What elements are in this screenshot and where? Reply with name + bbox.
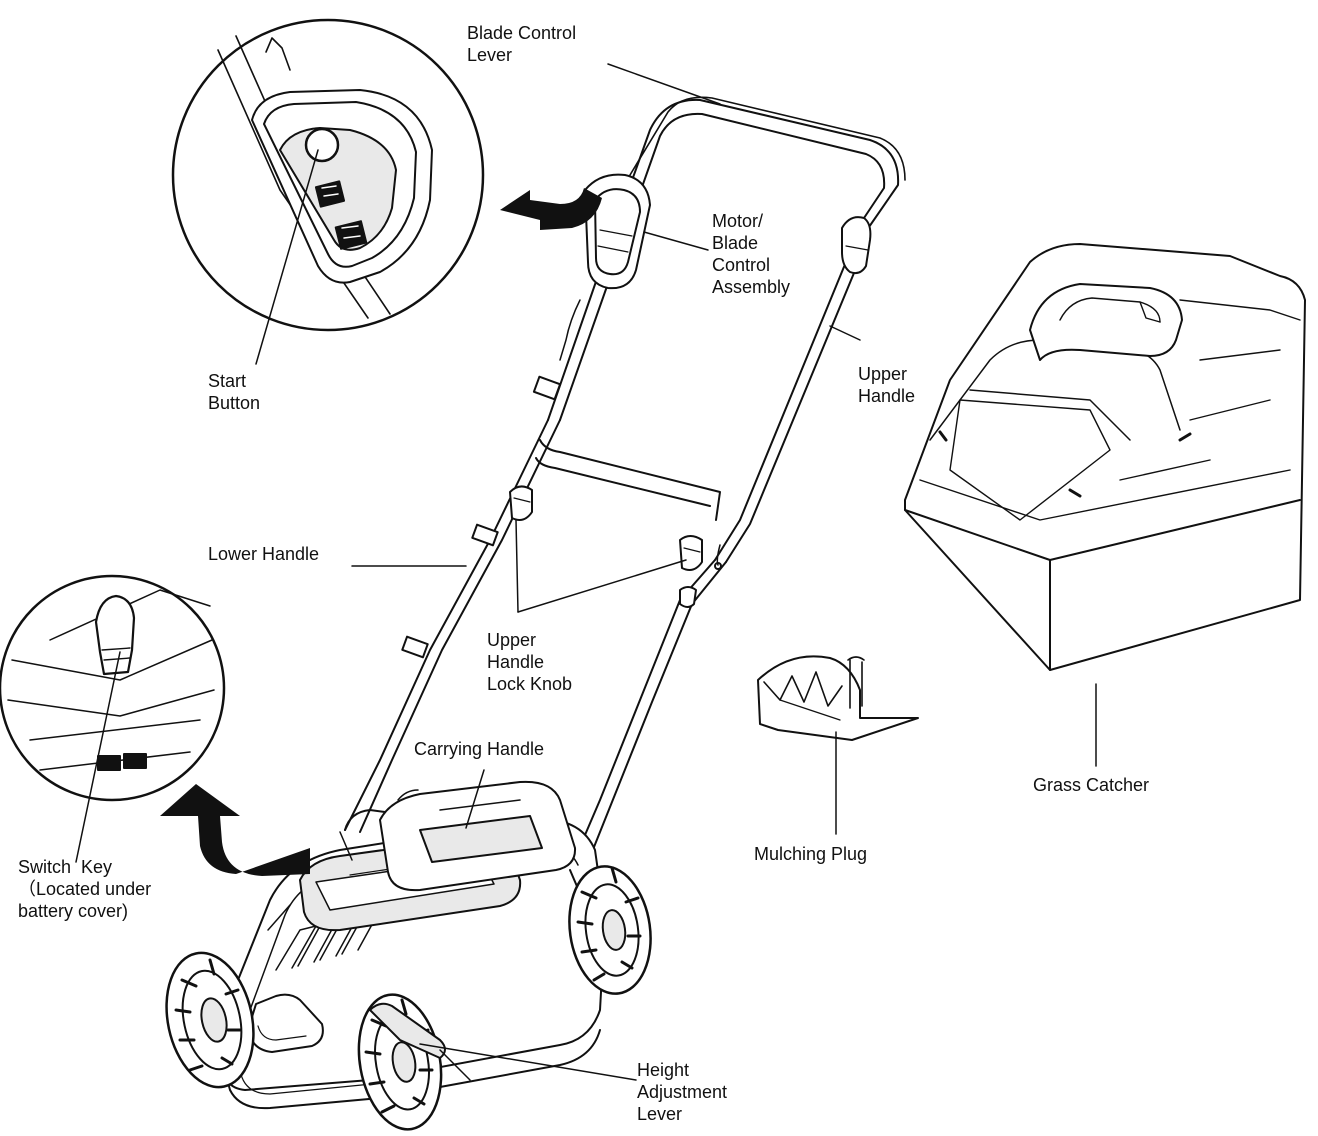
label-mulching-plug: Mulching Plug [754, 844, 868, 864]
label-upper-handle-lock-knob: Upper Handle Lock Knob [487, 630, 573, 694]
label-switch-key: Switch Key （Located under battery cover) [18, 857, 152, 921]
rear-right-wheel [568, 865, 652, 995]
leader-start-button [255, 149, 319, 365]
label-height-adjustment-lever: Height Adjustment Lever [637, 1060, 728, 1124]
right-handle-knob [841, 216, 872, 275]
motor-blade-control-assembly [584, 173, 651, 290]
label-carrying-handle: Carrying Handle [414, 739, 545, 759]
lower-handle-bolt-right [679, 586, 697, 608]
label-blade-control-lever: Blade Control Lever [467, 23, 577, 65]
leader-height-adjustment [419, 1043, 637, 1081]
grass-catcher [904, 243, 1306, 671]
label-lower-handle: Lower Handle [208, 544, 320, 564]
label-motor-blade-control-assembly: Motor/ Blade Control Assembly [712, 211, 791, 297]
label-upper-handle: Upper Handle [858, 364, 916, 406]
front-left-wheel [165, 951, 255, 1089]
leader-lines [75, 63, 1097, 1081]
mulching-plug [757, 655, 919, 741]
upper-handle-lock-knob-left [509, 485, 533, 521]
start-button-arrow-icon [500, 188, 602, 230]
blade-control-lever [629, 96, 906, 181]
start-button-detail-circle [171, 18, 485, 332]
label-start-button: Start Button [208, 371, 261, 413]
leader-lock-knob-left [515, 519, 519, 613]
leader-upper-handle [829, 325, 861, 341]
upper-handle-lock-knob-right [679, 535, 703, 571]
leader-lock-knob-right [517, 559, 687, 613]
leader-motor-blade-control [643, 231, 709, 251]
switch-key-arrow-icon [160, 784, 310, 876]
upper-handle [535, 98, 900, 570]
carrying-handle [379, 780, 577, 892]
leader-carrying-handle [465, 769, 485, 829]
label-grass-catcher: Grass Catcher [1033, 775, 1150, 795]
leader-blade-control-lever [607, 63, 721, 105]
leader-switch-key [75, 651, 121, 863]
